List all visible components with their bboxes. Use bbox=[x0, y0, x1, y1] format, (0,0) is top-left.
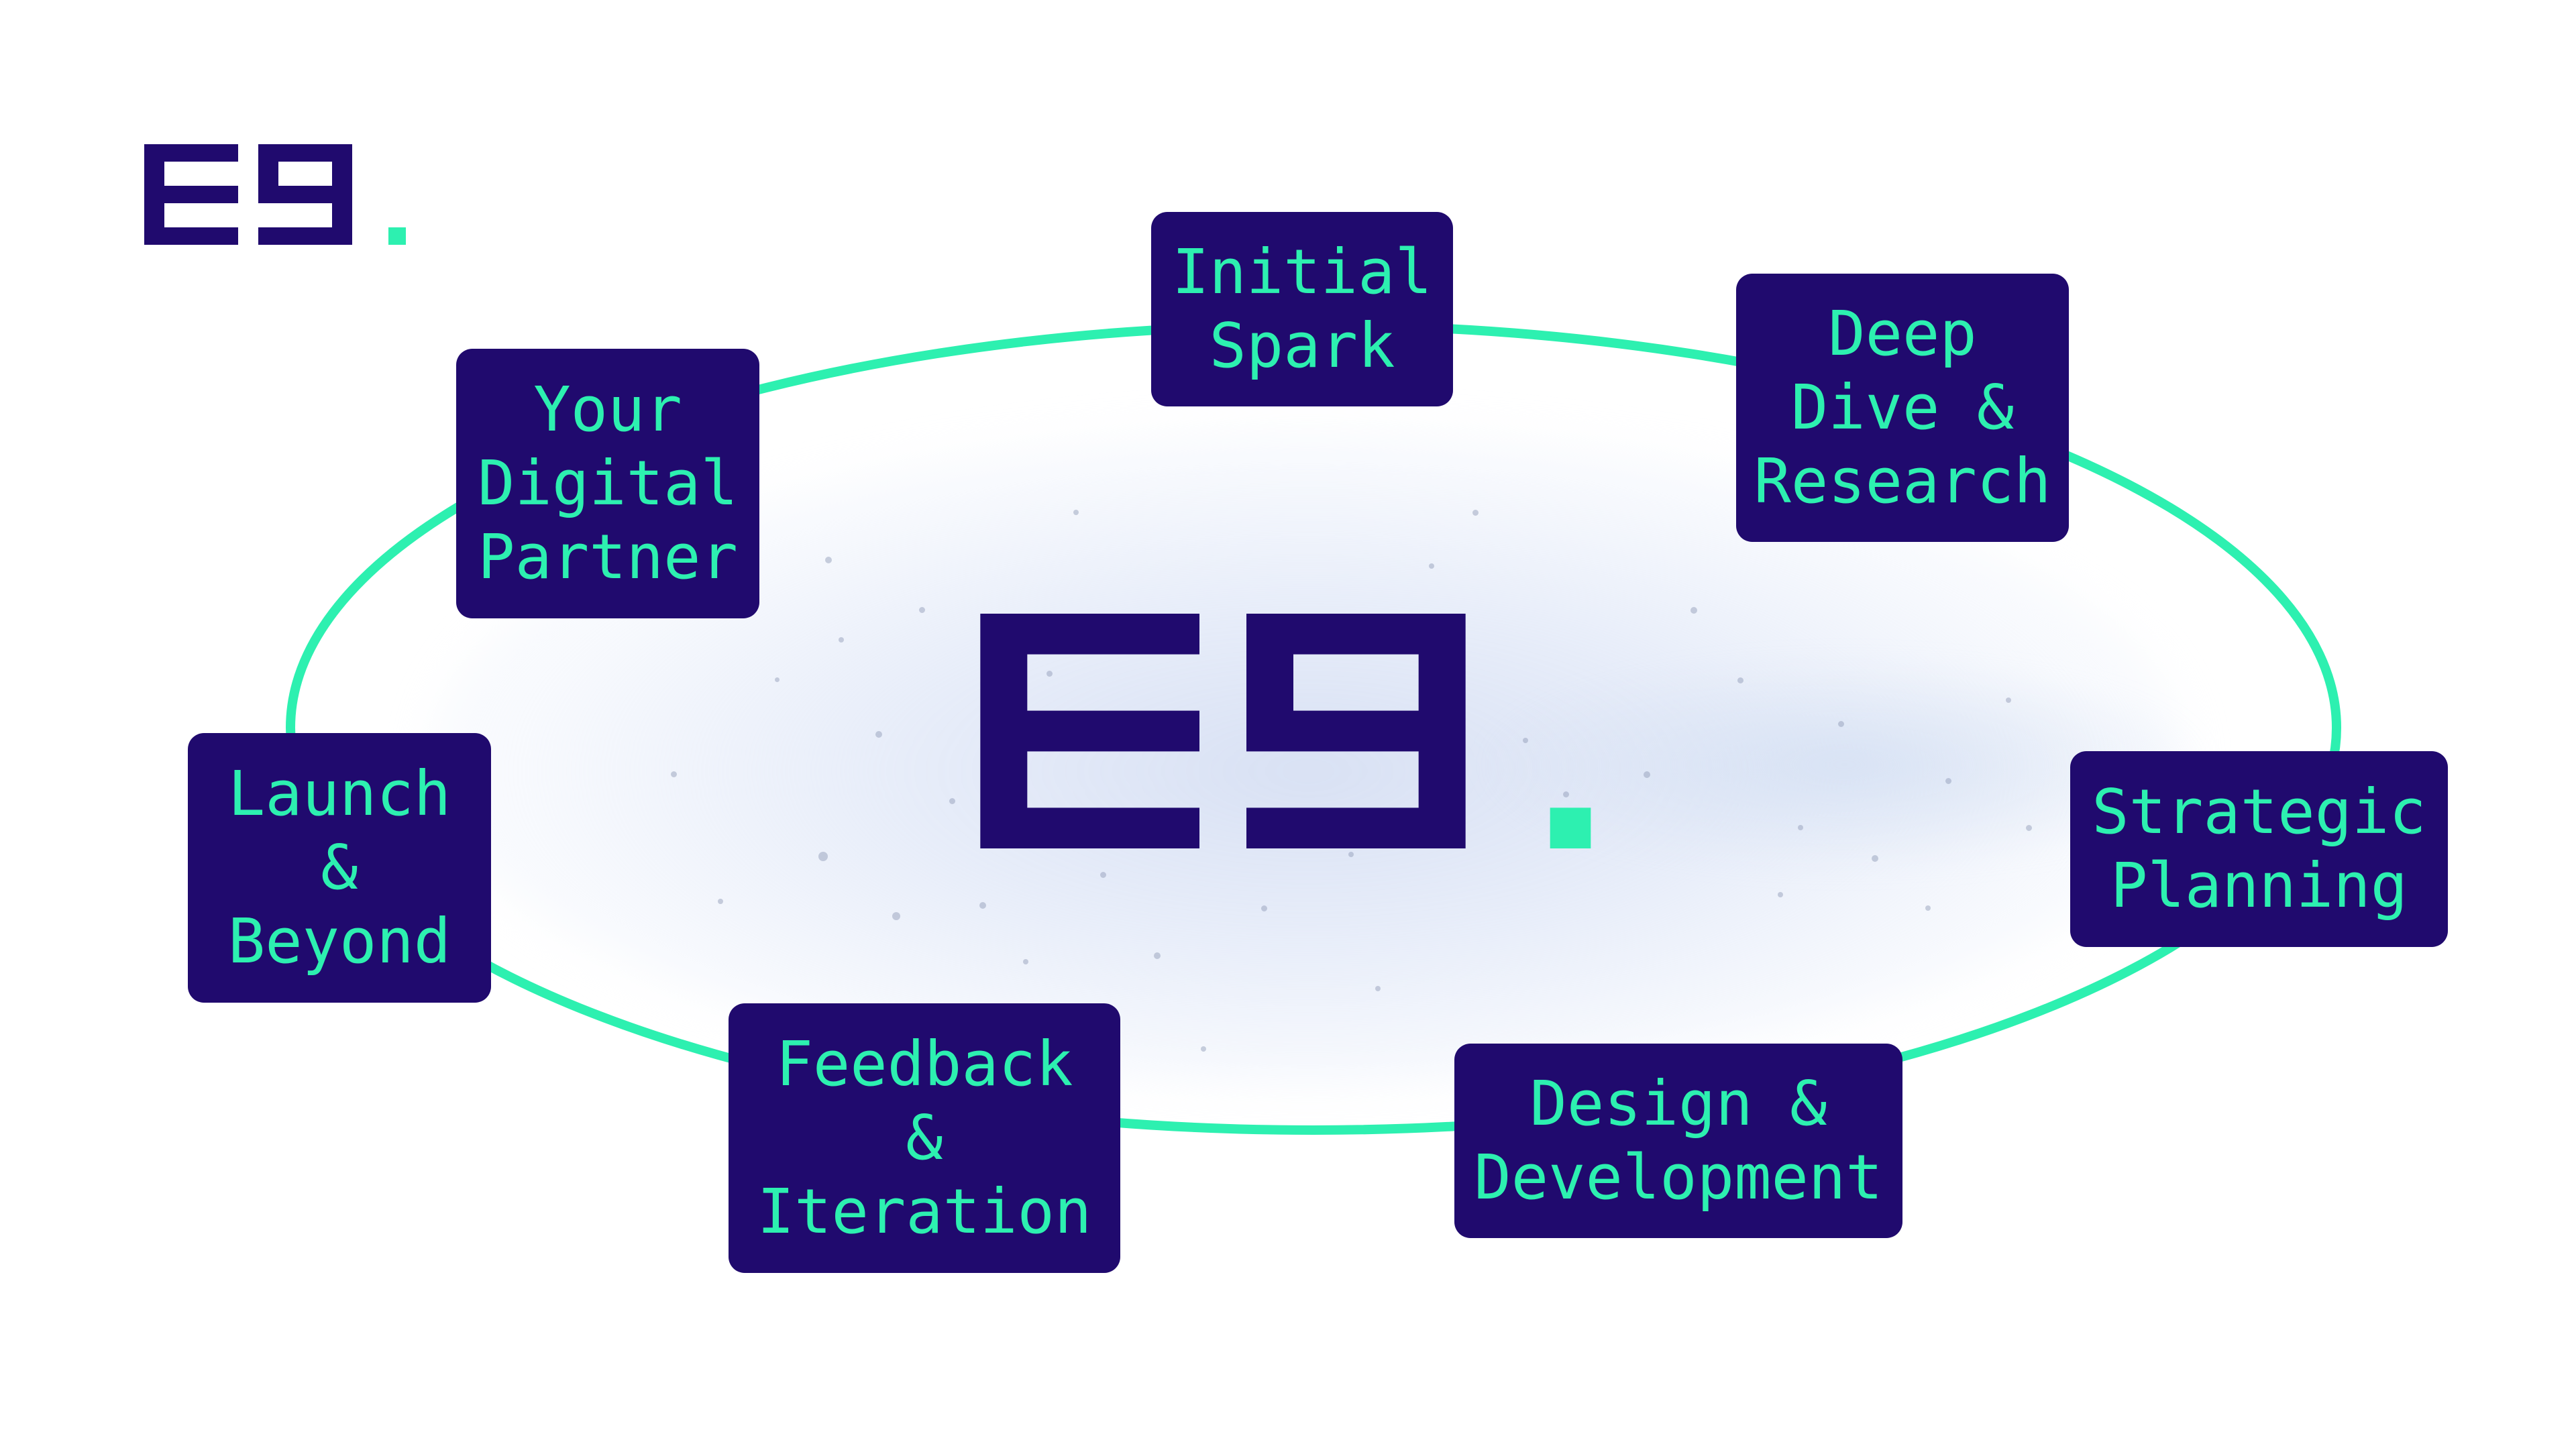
sparkle-dot bbox=[1023, 959, 1028, 964]
sparkle-dot bbox=[1201, 1046, 1206, 1052]
sparkle-dot bbox=[825, 557, 832, 563]
logo-dot bbox=[388, 227, 406, 245]
sparkle-dot bbox=[1690, 607, 1697, 614]
sparkle-dot bbox=[1644, 771, 1650, 778]
sparkle-dot bbox=[839, 637, 844, 643]
sparkle-dot bbox=[2026, 825, 2032, 831]
step-launch-beyond: Launch & Beyond bbox=[188, 733, 491, 1003]
sparkle-dot bbox=[1100, 872, 1106, 878]
sparkle-dot bbox=[1778, 892, 1783, 897]
sparkle-dot bbox=[1073, 510, 1079, 515]
center-letter-e bbox=[980, 614, 1199, 848]
sparkle-dot bbox=[1472, 510, 1479, 516]
sparkle-dot bbox=[1046, 671, 1053, 677]
sparkle-dot bbox=[1925, 905, 1931, 911]
sparkle-dot bbox=[718, 899, 723, 904]
sparkle-dot bbox=[1261, 905, 1267, 911]
center-dot bbox=[1550, 807, 1591, 848]
sparkle-dot bbox=[2006, 698, 2011, 703]
sparkle-dot bbox=[1838, 721, 1844, 727]
sparkle-dot bbox=[1872, 855, 1878, 862]
sparkle-dot bbox=[1523, 738, 1528, 743]
step-design-development: Design & Development bbox=[1454, 1044, 1902, 1238]
sparkle-dot bbox=[979, 902, 986, 909]
logo-digit-9 bbox=[258, 144, 352, 245]
center-digit-9 bbox=[1246, 614, 1466, 848]
sparkle-dot bbox=[875, 731, 882, 738]
step-strategic-planning: Strategic Planning bbox=[2070, 751, 2448, 947]
sparkle-dot bbox=[1429, 563, 1434, 569]
logo-letter-e bbox=[144, 144, 238, 245]
step-initial-spark: Initial Spark bbox=[1151, 212, 1453, 406]
sparkle-dot bbox=[1798, 825, 1803, 830]
sparkle-dot bbox=[818, 852, 828, 861]
sparkle-dot bbox=[1154, 952, 1161, 959]
sparkle-dot bbox=[775, 677, 780, 682]
sparkle-dot bbox=[949, 798, 955, 804]
sparkle-dot bbox=[1945, 778, 1951, 784]
sparkle-dot bbox=[919, 607, 925, 613]
sparkle-dot bbox=[1737, 677, 1743, 683]
sparkle-dot bbox=[671, 771, 677, 777]
sparkle-dot bbox=[1348, 852, 1354, 857]
step-deep-dive-research: Deep Dive & Research bbox=[1736, 274, 2069, 542]
brand-logo bbox=[144, 144, 406, 245]
sparkle-dot bbox=[892, 912, 900, 920]
step-your-digital-partner: Your Digital Partner bbox=[456, 349, 759, 618]
sparkle-dot bbox=[1563, 791, 1569, 797]
sparkle-dot bbox=[1375, 986, 1381, 991]
center-logo bbox=[980, 614, 1591, 848]
step-feedback-iteration: Feedback & Iteration bbox=[729, 1003, 1120, 1273]
